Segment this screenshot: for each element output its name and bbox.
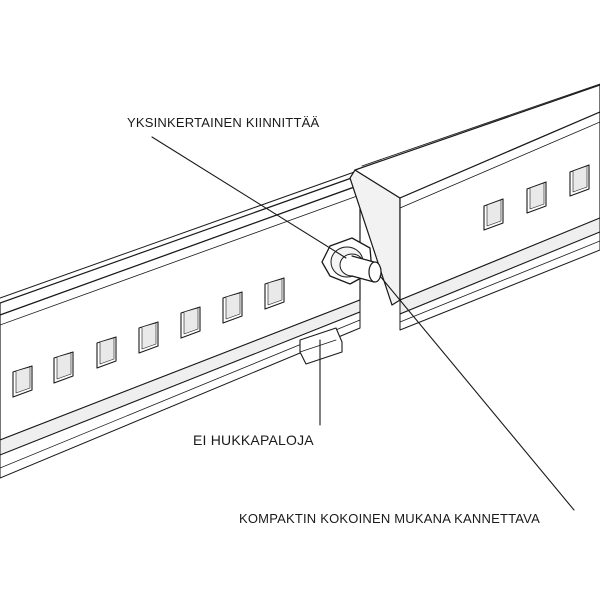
clip-tab bbox=[299, 327, 343, 365]
slot bbox=[99, 337, 115, 365]
slot bbox=[572, 165, 588, 193]
slot bbox=[486, 199, 502, 227]
right-rail-inner-line bbox=[399, 121, 600, 209]
right-rail-slots bbox=[483, 164, 590, 231]
slot bbox=[529, 182, 545, 210]
leader-compact bbox=[379, 275, 575, 511]
slot bbox=[225, 292, 241, 320]
slot bbox=[267, 278, 283, 306]
leader-fastener bbox=[151, 136, 347, 259]
bolt-end bbox=[368, 261, 382, 283]
right-rail-top-edge bbox=[361, 83, 600, 167]
slot bbox=[141, 322, 157, 350]
callout-compact: KOMPAKTIN KOKOINEN MUKANA KANNETTAVA bbox=[239, 511, 540, 526]
slot bbox=[183, 307, 199, 335]
slot bbox=[15, 366, 31, 394]
fastener bbox=[321, 237, 382, 285]
right-rail-bottom-edge bbox=[399, 240, 600, 323]
right-rail-top-face bbox=[354, 84, 600, 199]
right-rail-bottom-flange bbox=[399, 231, 600, 331]
slot bbox=[56, 352, 72, 380]
clip-tab-edge bbox=[299, 339, 337, 353]
left-rail-slots bbox=[12, 277, 285, 398]
leader-lines bbox=[151, 136, 575, 511]
left-rail-top-edge bbox=[0, 169, 361, 299]
callout-fastener: YKSINKERTAINEN KIINNITTÄÄ bbox=[127, 115, 320, 130]
left-rail-inner-line bbox=[0, 194, 361, 326]
left-rail-bottom-flange bbox=[0, 311, 361, 479]
callout-no-parts: EI HUKKAPALOJA bbox=[193, 432, 314, 448]
right-rail bbox=[349, 83, 600, 331]
right-rail-lower-lip bbox=[399, 217, 600, 315]
